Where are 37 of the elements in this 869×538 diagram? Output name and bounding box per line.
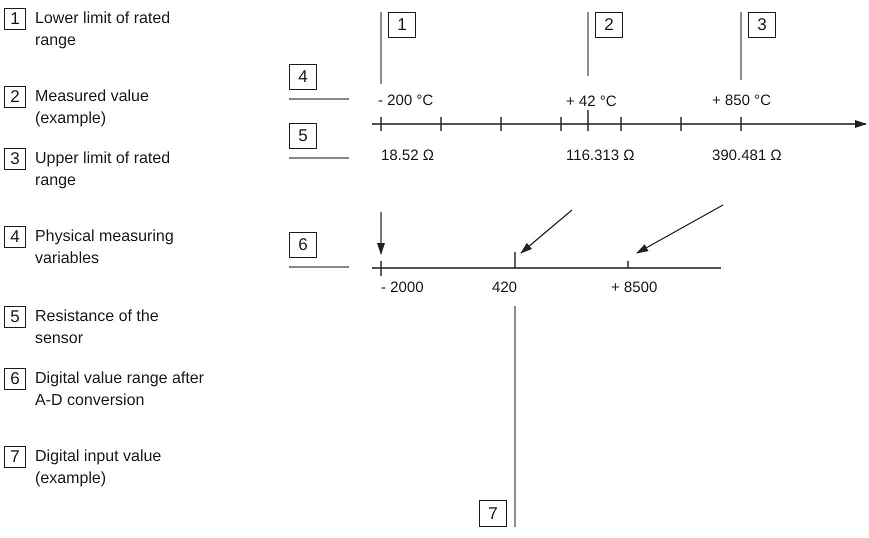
leader-line	[514, 306, 516, 527]
callout-number: 6	[289, 232, 317, 258]
callout-number: 3	[4, 148, 26, 170]
callout-number: 6	[4, 368, 26, 390]
callout-number: 7	[4, 446, 26, 468]
callout-number: 7	[479, 500, 507, 527]
temperature-value: + 850 °C	[712, 92, 771, 110]
digital-value: - 2000	[381, 279, 424, 297]
temperature-value: - 200 °C	[378, 92, 434, 110]
callout-number: 5	[4, 306, 26, 328]
callout-description: Measured value (example)	[35, 87, 150, 129]
leader-line	[289, 98, 349, 100]
resistance-value: 18.52 Ω	[381, 147, 434, 165]
callout-description: Digital value range after A-D conversion	[35, 369, 205, 411]
callout-description: Digital input value (example)	[35, 447, 162, 489]
callout-number: 1	[388, 12, 416, 38]
callout-number: 1	[4, 8, 26, 30]
digital-value: + 8500	[611, 279, 658, 297]
leader-line	[740, 12, 742, 80]
digital-value: 420	[492, 279, 518, 297]
leader-line	[289, 157, 349, 159]
callout-number: 5	[289, 123, 317, 149]
leader-line	[587, 12, 589, 76]
callout-number: 2	[4, 86, 26, 108]
temperature-value: + 42 °C	[566, 93, 617, 111]
callout-number: 4	[289, 64, 317, 90]
resistance-value: 116.313 Ω	[566, 147, 634, 165]
callout-description: Upper limit of rated range	[35, 149, 172, 191]
resistance-value: 390.481 Ω	[712, 147, 782, 165]
callout-number: 2	[595, 12, 623, 38]
callout-number: 3	[748, 12, 776, 38]
callout-number: 4	[4, 226, 26, 248]
callout-description: Physical measuring variables	[35, 227, 175, 269]
leader-line	[289, 266, 349, 268]
leader-line	[380, 12, 382, 84]
callout-description: Resistance of the sensor	[35, 307, 160, 349]
callout-description: Lower limit of rated range	[35, 9, 172, 51]
